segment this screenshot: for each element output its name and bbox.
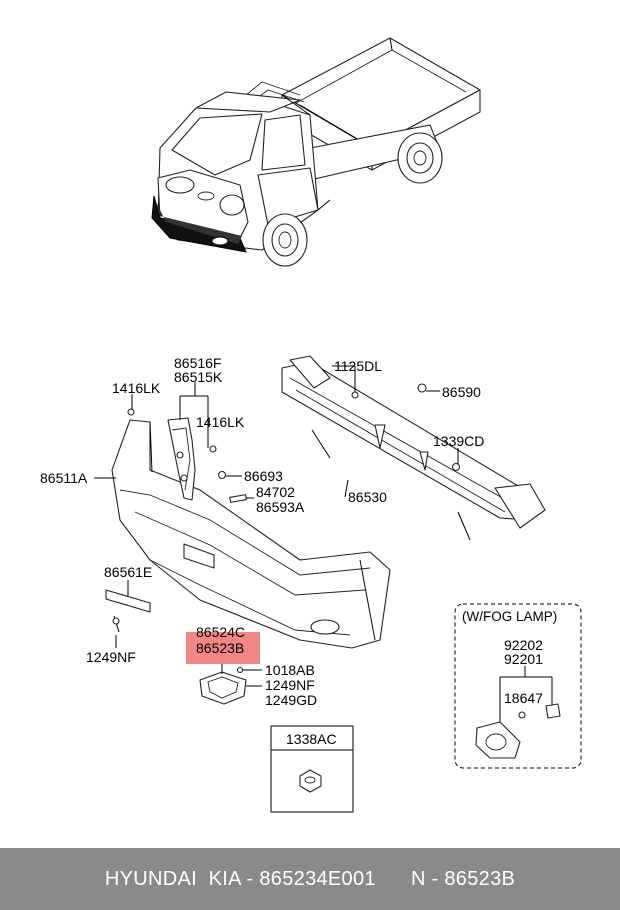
label-86516F: 86516F [174,355,221,371]
label-1249NF-b: 1249NF [265,677,315,693]
part-1338AC-box [270,725,354,813]
label-1249GD: 1249GD [265,692,317,708]
label-1339CD: 1339CD [433,433,484,449]
label-86515K: 86515K [174,369,223,385]
footer-part-number: HYUNDAI KIA - 865234E001 N - 86523B [104,867,516,890]
label-84702: 84702 [256,484,295,500]
retainer [105,589,151,633]
bumper-hardware [127,408,247,503]
parts-diagram: 86516F 86515K 1416LK 1416LK 86511A 86693… [40,37,582,813]
front-bumper-cover [111,419,391,649]
label-86523B: 86523B [196,640,244,656]
fog-lamp-cover [199,666,247,705]
label-86524C: 86524C [196,624,245,640]
leader-lines [94,365,459,687]
label-92202: 92202 [504,637,543,653]
label-1125DL: 1125DL [334,358,382,374]
label-86530: 86530 [348,489,387,505]
label-1416LK-a: 1416LK [112,380,161,396]
label-86590: 86590 [442,384,481,400]
label-1018AB: 1018AB [265,662,315,678]
label-86693: 86693 [244,468,283,484]
highlight-86523B [186,632,260,664]
label-86511A: 86511A [40,470,88,486]
label-86561E: 86561E [104,564,152,580]
truck-illustration [151,37,481,267]
footer-bar: HYUNDAI KIA - 865234E001 N - 86523B [0,848,620,910]
label-18647: 18647 [504,690,543,706]
bumper-bracket [167,417,196,501]
label-1249NF-a: 1249NF [86,649,136,665]
fog-lamp-box [454,603,582,769]
label-86593A: 86593A [256,499,305,515]
label-1416LK-b: 1416LK [196,414,245,430]
bumper-beam [281,355,546,541]
label-1338AC: 1338AC [286,731,337,747]
label-92201: 92201 [504,651,543,667]
fog-lamp-box-title: (W/FOG LAMP) [462,609,557,624]
